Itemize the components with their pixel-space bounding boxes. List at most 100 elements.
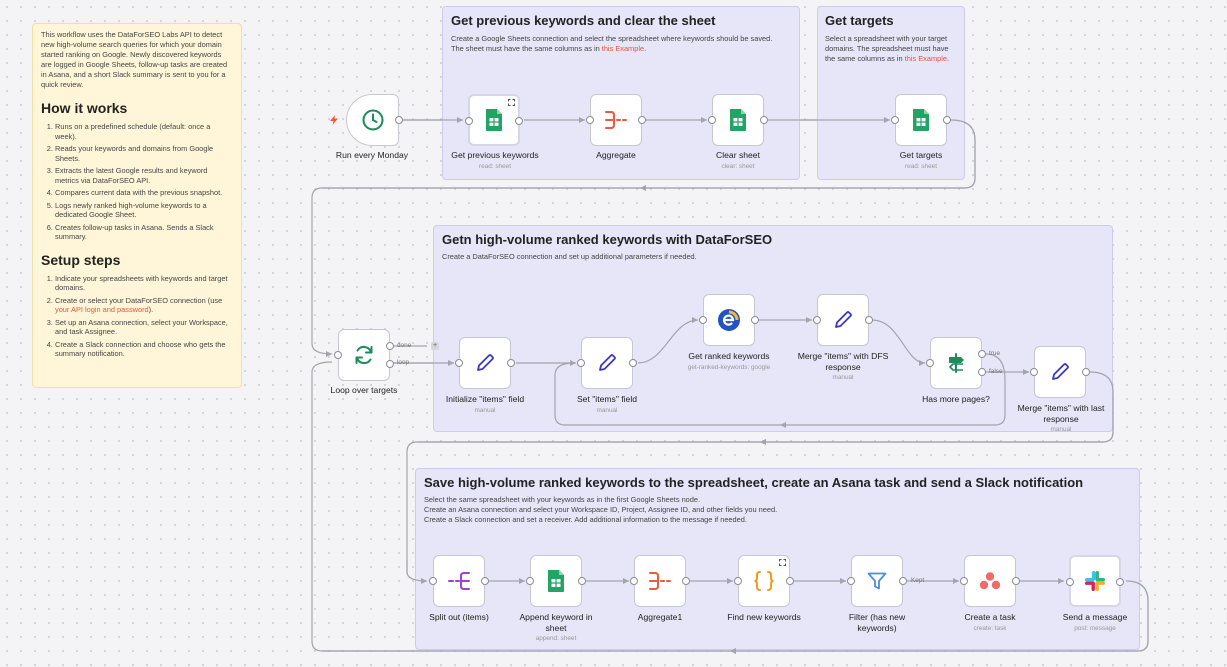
how-step: Runs on a predefined schedule (default: … bbox=[55, 122, 233, 141]
output-port-loop[interactable] bbox=[386, 360, 394, 368]
dataforseo-icon bbox=[718, 309, 740, 331]
output-port[interactable] bbox=[1116, 578, 1124, 586]
loop-over-targets-node[interactable] bbox=[334, 329, 394, 381]
input-port[interactable] bbox=[734, 577, 742, 585]
output-port[interactable] bbox=[481, 577, 489, 585]
intro-sticky-note[interactable]: This workflow uses the DataForSEO Labs A… bbox=[32, 23, 242, 388]
output-port[interactable] bbox=[1082, 368, 1090, 376]
output-port[interactable] bbox=[682, 577, 690, 585]
clear-sheet-node[interactable] bbox=[708, 94, 768, 146]
create-task-node[interactable] bbox=[960, 555, 1020, 607]
example-link[interactable]: this Example bbox=[904, 54, 948, 63]
setup-step: Create or select your DataForSEO connect… bbox=[55, 296, 233, 315]
initialize-items-node[interactable] bbox=[455, 337, 515, 389]
node-label: Get ranked keywords bbox=[688, 351, 770, 361]
output-port-kept[interactable] bbox=[899, 577, 907, 585]
output-port[interactable] bbox=[760, 116, 768, 124]
save-text-line: Create an Asana connection and select yo… bbox=[424, 505, 778, 514]
node-subtitle: manual bbox=[1050, 426, 1072, 433]
input-port[interactable] bbox=[1066, 578, 1074, 586]
output-port[interactable] bbox=[865, 316, 873, 324]
node-label: Get targets bbox=[899, 150, 943, 160]
input-port[interactable] bbox=[708, 116, 716, 124]
dataforseo-title: Getn high-volume ranked keywords with Da… bbox=[442, 232, 773, 247]
output-port[interactable] bbox=[1012, 577, 1020, 585]
loop-icon bbox=[355, 345, 373, 365]
input-port[interactable] bbox=[334, 351, 342, 359]
aggregate-node[interactable] bbox=[586, 94, 646, 146]
input-port[interactable] bbox=[813, 316, 821, 324]
how-step: Extracts the latest Google results and k… bbox=[55, 166, 233, 185]
find-new-keywords-node[interactable] bbox=[734, 555, 794, 607]
dataforseo-text: Create a DataForSEO connection and set u… bbox=[442, 252, 697, 261]
open-subworkflow-icon[interactable] bbox=[779, 559, 786, 566]
append-keyword-node[interactable] bbox=[526, 555, 586, 607]
input-port[interactable] bbox=[630, 577, 638, 585]
filter-node[interactable] bbox=[847, 555, 907, 607]
output-port-done[interactable] bbox=[386, 342, 394, 350]
dataforseo-sticky-note[interactable]: Getn high-volume ranked keywords with Da… bbox=[433, 225, 1113, 432]
targets-sticky-note[interactable]: Get targets Select a spreadsheet with yo… bbox=[817, 6, 965, 180]
aggregate-icon bbox=[605, 111, 627, 129]
node-label: Loop over targets bbox=[330, 385, 398, 395]
input-port[interactable] bbox=[891, 116, 899, 124]
filter-funnel-icon bbox=[867, 572, 887, 590]
output-port[interactable] bbox=[507, 359, 515, 367]
output-port[interactable] bbox=[629, 359, 637, 367]
merge-items-dfs-node[interactable] bbox=[813, 294, 873, 346]
split-out-node[interactable] bbox=[429, 555, 489, 607]
input-port[interactable] bbox=[526, 577, 534, 585]
run-every-monday-node[interactable] bbox=[346, 94, 403, 146]
pencil-icon bbox=[599, 354, 616, 371]
output-port-false[interactable] bbox=[978, 368, 986, 376]
how-it-works-title: How it works bbox=[41, 100, 128, 116]
example-link[interactable]: this Example bbox=[601, 44, 645, 53]
node-label: Get previous keywords bbox=[451, 150, 539, 160]
get-targets-node[interactable] bbox=[891, 94, 951, 146]
targets-after: . bbox=[947, 54, 950, 63]
edge-label-true: true bbox=[989, 350, 1001, 357]
api-login-link[interactable]: your API login and password bbox=[55, 305, 149, 314]
output-port[interactable] bbox=[943, 116, 951, 124]
set-items-node[interactable] bbox=[577, 337, 637, 389]
open-subworkflow-icon[interactable] bbox=[508, 99, 515, 106]
get-previous-keywords-node[interactable] bbox=[465, 94, 523, 146]
asana-icon bbox=[979, 572, 1001, 590]
input-port[interactable] bbox=[1030, 368, 1038, 376]
aggregate1-node[interactable] bbox=[630, 555, 690, 607]
prev-keywords-sticky-note[interactable]: Get previous keywords and clear the shee… bbox=[442, 6, 800, 180]
input-port[interactable] bbox=[465, 117, 473, 125]
get-ranked-keywords-node[interactable] bbox=[699, 294, 759, 346]
node-label-line: sheet bbox=[545, 622, 567, 633]
add-node-button[interactable]: + bbox=[431, 342, 439, 350]
has-more-pages-node[interactable] bbox=[926, 337, 986, 389]
split-out-icon bbox=[448, 572, 470, 590]
input-port[interactable] bbox=[586, 116, 594, 124]
output-port[interactable] bbox=[638, 116, 646, 124]
input-port[interactable] bbox=[577, 359, 585, 367]
node-label: Split out (items) bbox=[429, 612, 489, 622]
input-port[interactable] bbox=[926, 359, 934, 367]
node-label: Find new keywords bbox=[727, 612, 801, 622]
output-port-true[interactable] bbox=[978, 350, 986, 358]
input-port[interactable] bbox=[455, 359, 463, 367]
how-step: Logs newly ranked high-volume keywords t… bbox=[55, 201, 233, 220]
input-port[interactable] bbox=[699, 316, 707, 324]
input-port[interactable] bbox=[847, 577, 855, 585]
input-port[interactable] bbox=[960, 577, 968, 585]
input-port[interactable] bbox=[429, 577, 437, 585]
trigger-bolt-icon bbox=[330, 115, 338, 125]
output-port[interactable] bbox=[395, 116, 403, 124]
output-port[interactable] bbox=[751, 316, 759, 324]
node-subtitle: create: task bbox=[973, 625, 1007, 632]
prev-keywords-desc: Create a Google Sheets connection and se… bbox=[451, 34, 773, 53]
output-port[interactable] bbox=[578, 577, 586, 585]
output-port[interactable] bbox=[786, 577, 794, 585]
merge-items-last-node[interactable] bbox=[1030, 346, 1090, 398]
node-label: Has more pages? bbox=[922, 394, 990, 404]
send-message-node[interactable] bbox=[1066, 555, 1124, 607]
node-subtitle: read: sheet bbox=[479, 163, 511, 170]
node-label-line: Append keyword in bbox=[519, 612, 593, 622]
output-port[interactable] bbox=[515, 117, 523, 125]
